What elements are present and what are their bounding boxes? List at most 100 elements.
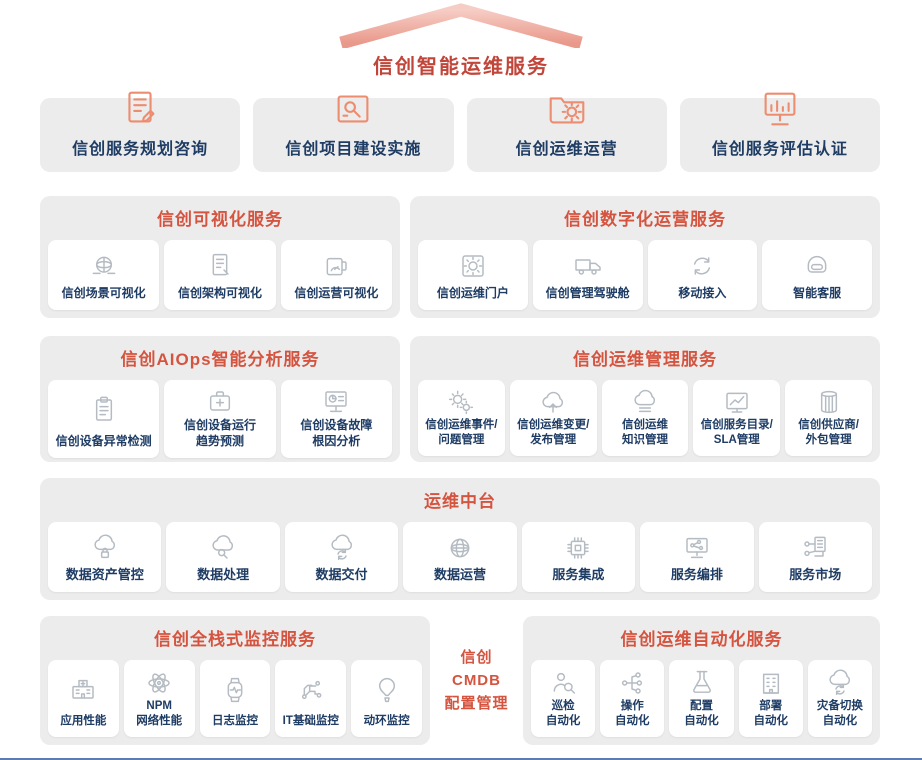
blueprint-icon <box>330 86 376 132</box>
app-performance-icon <box>67 674 99 706</box>
service-card: 服务市场 <box>758 522 872 592</box>
sla-report-icon <box>721 386 753 418</box>
card-label: 信创设备运行 趋势预测 <box>183 418 256 448</box>
card-label: 信创运维变更/ 发布管理 <box>517 419 590 447</box>
deploy-automation-icon <box>755 667 787 699</box>
card-label: 数据运营 <box>433 567 486 583</box>
panel-title: 信创数字化运营服务 <box>564 210 726 229</box>
card-list: 信创运维门户 信创管理驾驶舱 移动接入 智能客服 <box>418 240 872 310</box>
card-label: 智能客服 <box>793 286 842 301</box>
panel-monitoring: 信创全栈式监控服务 应用性能 NPM 网络性能 日志监控 IT基础监控 动环监控 <box>40 616 430 745</box>
card-label: 动环监控 <box>363 715 410 728</box>
service-card: 信创设备故障 根因分析 <box>280 380 392 458</box>
service-card: 巡检 自动化 <box>531 660 596 737</box>
panel-title: 信创AIOps智能分析服务 <box>120 350 320 369</box>
card-label: 信创运维门户 <box>436 286 509 301</box>
panel-title: 运维中台 <box>424 492 496 511</box>
card-list: 应用性能 NPM 网络性能 日志监控 IT基础监控 动环监控 <box>48 660 422 737</box>
operation-automation-icon <box>616 667 648 699</box>
data-operation-globe-icon <box>444 532 476 564</box>
card-label: 服务集成 <box>552 567 605 583</box>
evaluation-chart-icon <box>757 86 803 132</box>
service-card: IT基础监控 <box>275 660 347 737</box>
portal-gear-icon <box>457 250 489 282</box>
failover-automation-icon <box>824 667 856 699</box>
env-monitor-balloon-icon <box>371 674 403 706</box>
card-label: 信创运维 知识管理 <box>621 419 668 447</box>
panel-visualization: 信创可视化服务 信创场景可视化 信创架构可视化 信创运营可视化 <box>40 196 400 318</box>
card-list: 信创运维事件/ 问题管理 信创运维变更/ 发布管理 信创运维 知识管理 信创服务… <box>418 380 872 457</box>
card-label: 信创运维事件/ 问题管理 <box>425 419 498 447</box>
panel-automation: 信创运维自动化服务 巡检 自动化 操作 自动化 配置 自动化 部署 自动化 灾备… <box>523 616 880 745</box>
panel-ops-management: 信创运维管理服务 信创运维事件/ 问题管理 信创运维变更/ 发布管理 信创运维 … <box>410 336 880 462</box>
data-process-search-icon <box>207 532 239 564</box>
card-label: 部署 自动化 <box>753 700 788 728</box>
service-card: 应用性能 <box>48 660 119 737</box>
knowledge-cloud-icon <box>629 386 661 418</box>
card-label: 移动接入 <box>678 286 727 301</box>
top-service-card-evaluation: 信创服务评估认证 <box>679 92 880 172</box>
card-label: 信创场景可视化 <box>61 286 146 301</box>
card-label: 服务市场 <box>789 567 842 583</box>
service-card: 动环监控 <box>351 660 422 737</box>
service-card: 数据处理 <box>166 522 280 592</box>
card-label: 信创架构可视化 <box>177 286 262 301</box>
service-card: 数据资产管控 <box>48 522 162 592</box>
it-infra-circuit-icon <box>295 674 327 706</box>
top-service-card-implementation: 信创项目建设实施 <box>253 95 454 172</box>
operation-gauge-icon <box>320 250 352 282</box>
service-card: 信创场景可视化 <box>48 240 160 310</box>
service-integration-chip-icon <box>562 532 594 564</box>
panel-title: 信创运维管理服务 <box>573 350 717 369</box>
bottom-divider <box>0 758 922 760</box>
service-card: NPM 网络性能 <box>123 660 195 737</box>
service-card: 信创运维变更/ 发布管理 <box>509 380 597 457</box>
cmdb-block: 信创 CMDB 配置管理 <box>431 616 522 745</box>
service-card: 信创设备异常检测 <box>48 380 160 458</box>
service-card: 信创供应商/ 外包管理 <box>785 380 872 457</box>
folder-gear-icon <box>544 86 590 132</box>
panel-middle-platform: 运维中台 数据资产管控 数据处理 数据交付 数据运营 服务集成 <box>40 478 880 600</box>
top-service-label: 信创服务评估认证 <box>711 141 848 158</box>
service-card: 信创运维 知识管理 <box>601 380 689 457</box>
card-list: 巡检 自动化 操作 自动化 配置 自动化 部署 自动化 灾备切换 自动化 <box>531 660 873 737</box>
service-card: 操作 自动化 <box>600 660 665 737</box>
service-card: 部署 自动化 <box>738 660 803 737</box>
card-label: 数据处理 <box>197 567 250 583</box>
top-service-card-operation: 信创运维运营 <box>466 97 667 172</box>
card-label: 信创供应商/ 外包管理 <box>798 419 859 447</box>
service-card: 信创管理驾驶舱 <box>532 240 643 310</box>
vendor-container-icon <box>813 386 845 418</box>
service-card: 灾备切换 自动化 <box>807 660 873 737</box>
inspection-automation-icon <box>547 667 579 699</box>
card-label: 应用性能 <box>60 715 107 728</box>
incident-gears-icon <box>445 386 477 418</box>
service-card: 信创运营可视化 <box>280 240 392 310</box>
config-automation-icon <box>686 667 718 699</box>
data-delivery-sync-icon <box>326 532 358 564</box>
scene-globe-icon <box>88 250 120 282</box>
root-cause-monitor-icon <box>320 386 352 418</box>
trend-medkit-icon <box>204 386 236 418</box>
card-label: 信创设备故障 根因分析 <box>300 418 373 448</box>
card-list: 数据资产管控 数据处理 数据交付 数据运营 服务集成 服务编排 <box>48 522 872 592</box>
service-card: 信创运维门户 <box>418 240 528 310</box>
panel-digital-operation: 信创数字化运营服务 信创运维门户 信创管理驾驶舱 移动接入 智能客服 <box>410 196 880 318</box>
panel-title: 信创全栈式监控服务 <box>154 630 316 649</box>
anomaly-clipboard-icon <box>88 394 120 426</box>
card-label: 日志监控 <box>211 715 258 728</box>
service-card: 信创设备运行 趋势预测 <box>164 380 276 458</box>
card-label: 信创运营可视化 <box>294 286 379 301</box>
service-card: 数据交付 <box>284 522 399 592</box>
service-card: 配置 自动化 <box>669 660 734 737</box>
card-label: 信创服务目录/ SLA管理 <box>700 419 773 447</box>
card-label: IT基础监控 <box>282 715 339 728</box>
top-service-label: 信创运维运营 <box>515 141 618 158</box>
card-label: 配置 自动化 <box>684 700 719 728</box>
card-list: 信创场景可视化 信创架构可视化 信创运营可视化 <box>48 240 392 310</box>
panel-title: 信创可视化服务 <box>157 210 283 229</box>
top-service-label: 信创服务规划咨询 <box>72 141 209 158</box>
top-services-row: 信创服务规划咨询 信创项目建设实施 信创运维运营 信创服务评估认证 <box>40 91 880 172</box>
card-label: 操作 自动化 <box>615 700 650 728</box>
